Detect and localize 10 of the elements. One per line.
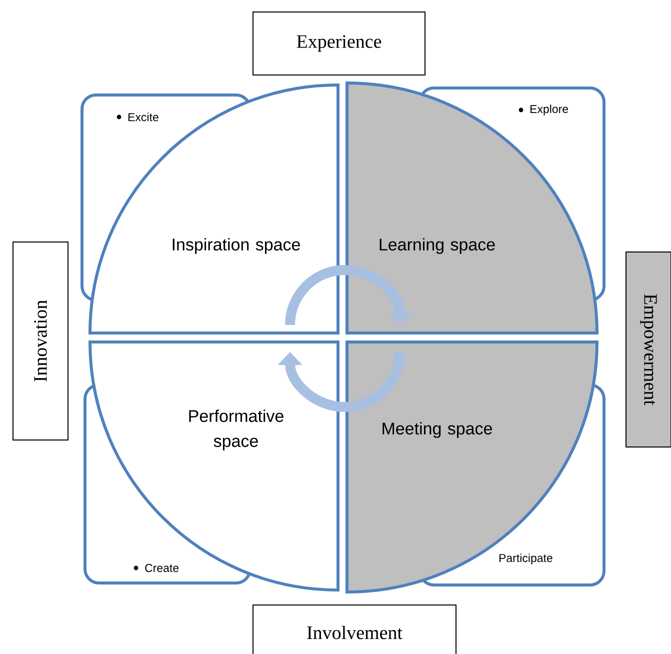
label-box: Innovation	[12, 242, 68, 440]
curved-arrow	[285, 265, 412, 326]
label-box: Experience	[252, 12, 426, 76]
node-text: Explore	[530, 104, 568, 116]
label-box: Empowerment	[626, 252, 671, 448]
node-text: Excite	[128, 112, 158, 122]
curved-arrow	[278, 352, 405, 412]
label-box: Involvement	[252, 604, 456, 654]
node-text: Participate	[499, 554, 552, 564]
node-text: Create	[145, 564, 179, 572]
